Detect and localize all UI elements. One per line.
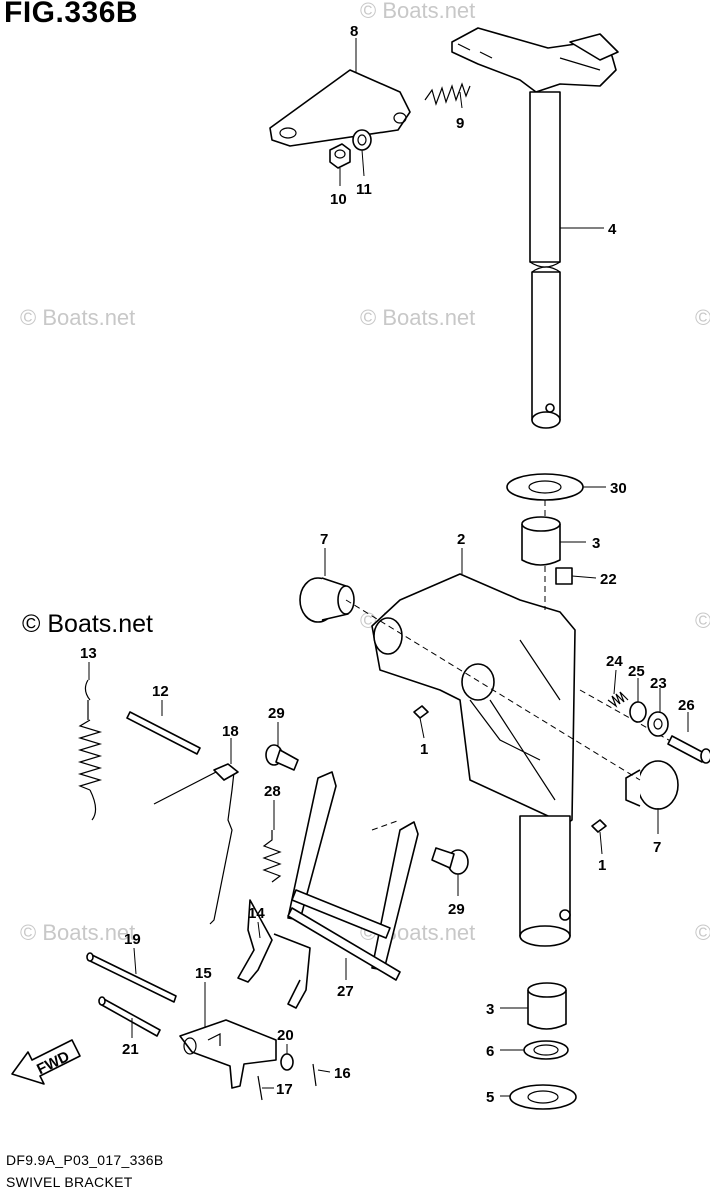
part-thrust-washer-30 [506,473,584,501]
callout-2: 2 [457,531,465,548]
part-washer-25 [629,701,647,723]
part-bolt-29-upper [265,744,299,771]
callout-26: 26 [678,697,695,714]
callout-17: 17 [276,1081,293,1098]
part-knob-23 [647,711,669,737]
watermark: © Boats.net [695,608,710,633]
part-tilt-lever-27 [287,771,419,981]
callout-23: 23 [650,675,667,692]
part-cotter-pin-16 [312,1063,317,1087]
callout-21: 21 [122,1041,139,1058]
copyright-credit: © Boats.net [22,610,153,638]
part-bushing-lower [527,982,567,1030]
part-spring-28 [262,830,282,883]
callout-20: 20 [277,1027,294,1044]
callout-7: 7 [320,531,328,548]
part-grease-nipple-lower [591,819,607,833]
part-grease-nipple-upper [413,705,429,719]
diagram-name: SWIVEL BRACKET [6,1174,133,1190]
part-key-22 [555,567,573,585]
callout-25: 25 [628,663,645,680]
callout-9: 9 [456,115,464,132]
part-bolt-29-lower [431,847,469,875]
part-rod-19 [87,953,177,1003]
callout-3: 3 [486,1001,494,1018]
callout-6: 6 [486,1043,494,1060]
callout-19: 19 [124,931,141,948]
callout-7: 7 [653,839,661,856]
part-spring-24 [607,691,629,708]
watermark: © Boats.net [20,920,135,945]
part-washer-20 [280,1053,294,1071]
part-bushing-upper [521,516,561,566]
callout-3: 3 [592,535,600,552]
callout-18: 18 [222,723,239,740]
part-pin-12 [126,711,201,755]
part-spring-9 [424,82,471,106]
part-clip-14 [237,899,311,1009]
callout-29: 29 [268,705,285,722]
part-nut-10 [329,143,351,169]
fwd-arrow-icon: FWD [11,1039,81,1085]
callout-22: 22 [600,571,617,588]
callout-4: 4 [608,221,617,238]
callout-5: 5 [486,1089,494,1106]
part-washer-11 [352,129,372,151]
callout-30: 30 [610,480,627,497]
callout-24: 24 [606,653,623,670]
part-lever-bracket-15 [179,1019,277,1089]
watermark-layer: © Boats.net © Boats.net © Boats.net © Bo… [20,0,710,945]
part-cotter-pin-17 [257,1075,263,1101]
watermark: © Boats.net [695,920,710,945]
callout-8: 8 [350,23,358,40]
part-cap-left [299,577,355,623]
callout-15: 15 [195,965,212,982]
callout-labels: 8 9 10 11 4 30 3 22 7 2 24 25 23 26 13 1… [80,23,695,1106]
part-cap-right [625,760,679,810]
callout-16: 16 [334,1065,351,1082]
callout-1: 1 [598,857,606,874]
part-steering-shaft [451,27,619,429]
part-swivel-bracket [371,573,576,947]
callout-12: 12 [152,683,169,700]
watermark: © Boats.net [360,0,475,23]
part-tiller-plate [269,69,411,147]
leader-lines [88,38,689,1097]
callout-14: 14 [248,905,265,922]
callout-11: 11 [356,181,372,198]
diagram-code: DF9.9A_P03_017_336B [6,1152,164,1168]
part-bolt-26 [667,735,710,764]
watermark: © Boats.net [20,305,135,330]
part-spring-13 [77,679,103,821]
figure-title: FIG.336B [4,0,139,29]
watermark: © Boats.net [695,305,710,330]
callout-29: 29 [448,901,465,918]
part-washer-6 [523,1040,569,1060]
callout-1: 1 [420,741,428,758]
part-wire-lever-18 [153,763,239,925]
assembly-axis [345,599,641,781]
callout-28: 28 [264,783,281,800]
callout-27: 27 [337,983,354,1000]
part-rod-21 [99,997,161,1037]
callout-13: 13 [80,645,97,662]
callout-10: 10 [330,191,347,208]
watermark: © Boats.net [360,305,475,330]
part-washer-5 [509,1084,577,1110]
